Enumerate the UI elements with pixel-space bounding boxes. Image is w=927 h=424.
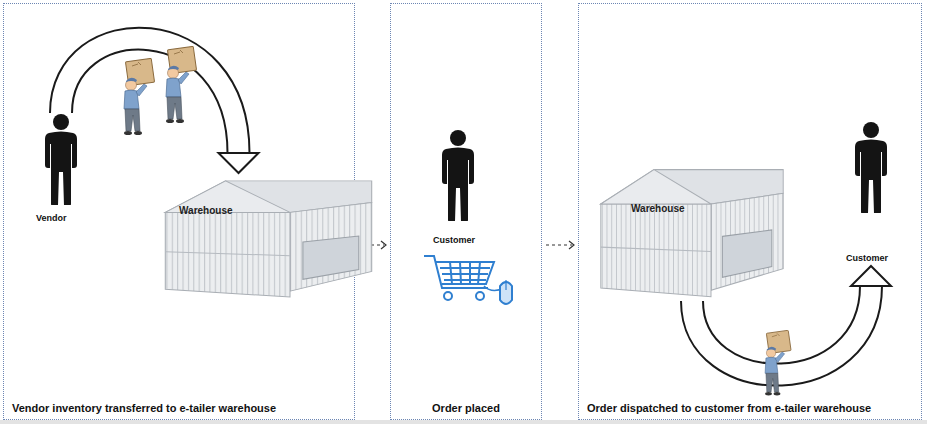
carrier-figure [124, 46, 791, 395]
warehouse-building: Warehouse [597, 161, 787, 301]
warehouse-icon [597, 161, 787, 301]
person-label: Customer [433, 235, 475, 245]
warehouse-label: Warehouse [179, 205, 233, 216]
step-caption: Order dispatched to customer from e-tail… [587, 402, 913, 414]
step-panel: Vendor inventory transferred to e-tailer… [3, 3, 355, 420]
transfer-arrow [61, 39, 259, 173]
flow-arrow [546, 241, 574, 249]
person-figure: Customer [846, 121, 896, 266]
shopping-cart-icon [424, 256, 512, 304]
person-icon [433, 129, 483, 221]
person-label: Vendor [36, 213, 67, 223]
step-panel: Order dispatched to customer from e-tail… [578, 3, 922, 420]
warehouse-label: Warehouse [631, 203, 685, 214]
person-label: Customer [846, 253, 888, 263]
person-icon [846, 121, 896, 213]
step-caption: Order placed [399, 402, 533, 414]
bottom-strip [0, 420, 927, 424]
person-figure: Vendor [36, 113, 86, 231]
step-panel: Order placed Customer [390, 3, 542, 420]
step-caption: Vendor inventory transferred to e-tailer… [12, 402, 346, 414]
warehouse-building: Warehouse [161, 173, 376, 301]
warehouse-icon [161, 173, 376, 301]
person-figure: Customer [433, 129, 483, 249]
person-icon [36, 113, 86, 205]
